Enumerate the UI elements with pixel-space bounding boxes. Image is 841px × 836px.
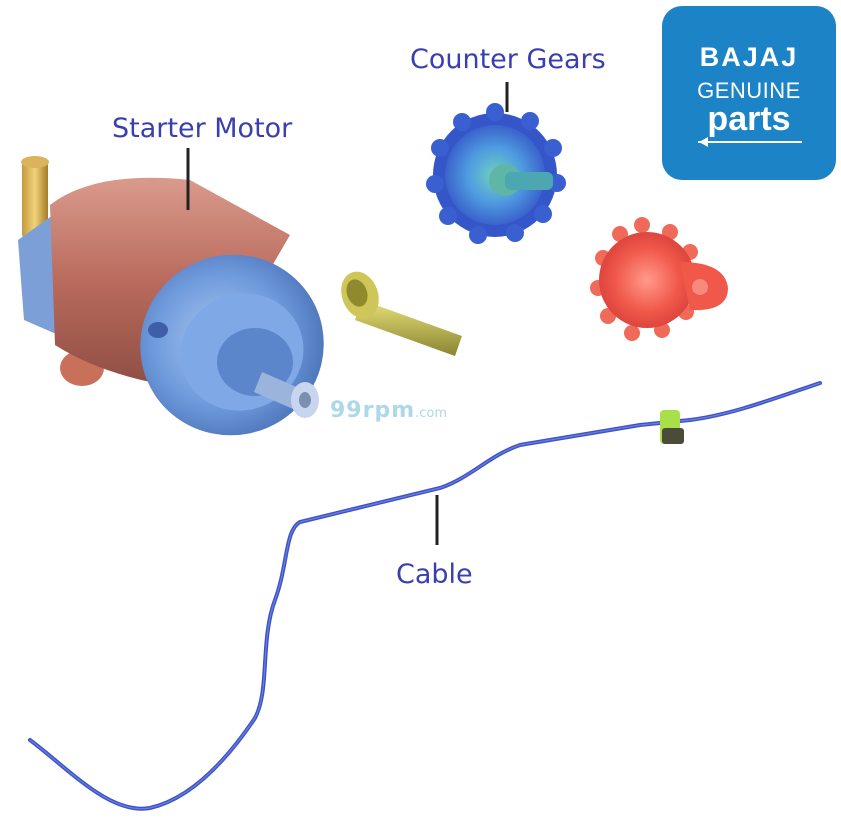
brand-line1: BAJAJ — [699, 42, 799, 72]
counter-gear-red — [590, 217, 728, 341]
watermark-suffix: .com — [415, 406, 448, 421]
watermark-main: 99rpm — [330, 398, 416, 423]
watermark: 99rpm.com — [330, 398, 447, 423]
brand-line3: parts — [707, 100, 791, 138]
bolt-illustration — [341, 271, 462, 356]
counter-gears-label: Counter Gears — [410, 44, 606, 75]
arrow-left-icon — [699, 137, 708, 147]
cable-illustration — [28, 381, 822, 811]
counter-gear-blue — [426, 103, 566, 244]
starter-motor-label: Starter Motor — [112, 113, 293, 144]
brand-underline — [698, 141, 802, 143]
starter-motor-illustration — [18, 156, 324, 436]
bajaj-genuine-parts-logo: BAJAJ GENUINE parts — [662, 6, 836, 180]
cable-label: Cable — [396, 559, 473, 590]
brand-line2: GENUINE — [697, 78, 801, 103]
